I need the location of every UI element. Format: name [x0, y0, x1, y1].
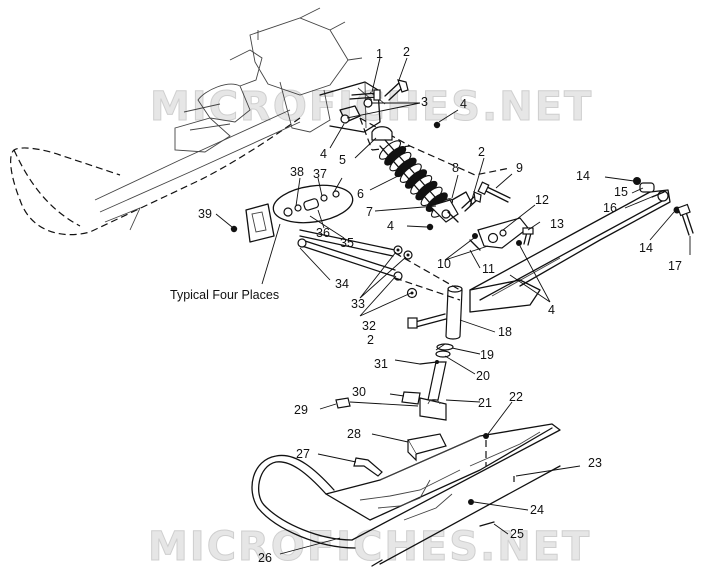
part-22-nut: [483, 433, 489, 439]
typical-four-places-caption: Typical Four Places: [170, 288, 279, 302]
part-11-spacer: [469, 239, 481, 251]
part-28-block: [407, 433, 447, 462]
part-39-nut: [230, 225, 238, 233]
part-6-shock-absorber: [371, 126, 459, 223]
part-27-bolt: [353, 457, 383, 477]
callout-c2b: 2: [478, 145, 485, 159]
callout-c18: 18: [498, 325, 512, 339]
callout-c2a: 2: [403, 45, 410, 59]
part-4-nut-shock: [426, 223, 434, 231]
callout-c4c: 4: [387, 219, 394, 233]
part-15-bushing: [639, 182, 655, 193]
callout-c11: 11: [482, 262, 495, 276]
callout-c35: 35: [340, 236, 354, 250]
part-31-screw: [419, 360, 439, 365]
callout-c9: 9: [516, 161, 523, 175]
callout-c1: 1: [376, 47, 383, 61]
callout-c27: 27: [296, 447, 310, 461]
part-4-nut-upper: [433, 121, 441, 129]
callout-c4a: 4: [460, 97, 467, 111]
callout-c16: 16: [603, 201, 617, 215]
callout-c5: 5: [339, 153, 346, 167]
part-2-bolt-lower: [407, 313, 447, 329]
callout-c25: 25: [510, 527, 524, 541]
callout-c4d: 4: [548, 303, 555, 317]
part-35-pin: [299, 229, 396, 257]
part-3-bushing-a: [363, 98, 373, 108]
part-17-bolt: [677, 203, 694, 236]
part-30-pin: [401, 391, 421, 405]
callout-c3: 3: [421, 95, 428, 109]
inset-bushing-detail: [261, 184, 354, 285]
callout-c36: 36: [316, 226, 330, 240]
callout-c15: 15: [614, 185, 628, 199]
callout-c33: 33: [351, 297, 365, 311]
callout-c13: 13: [550, 217, 564, 231]
part-26-ski: [251, 423, 561, 549]
callout-c26: 26: [258, 551, 272, 565]
callout-c24: 24: [530, 503, 544, 517]
callout-c2c: 2: [367, 333, 374, 347]
callout-c17: 17: [668, 259, 682, 273]
callout-c21: 21: [478, 396, 492, 410]
part-18-spindle-housing: [445, 279, 541, 340]
pin-axis-lines: [394, 252, 461, 301]
leader-lines: [215, 57, 691, 555]
part-13-bolt: [522, 227, 534, 246]
part-14-washer-top: [633, 177, 641, 185]
callout-c34: 34: [335, 277, 349, 291]
callout-c20: 20: [476, 369, 490, 383]
callout-c30: 30: [352, 385, 366, 399]
callout-c37: 37: [313, 167, 327, 181]
callout-c31: 31: [374, 357, 388, 371]
part-20-bushing: [435, 350, 451, 358]
callout-c39: 39: [198, 207, 212, 221]
spindle-bracket-left: [245, 203, 275, 243]
callout-c22: 22: [509, 390, 523, 404]
part-34-pin-head: [297, 238, 307, 248]
part-32-nut-b: [406, 287, 418, 299]
callout-c10: 10: [437, 257, 451, 271]
part-9-bolt: [477, 181, 511, 203]
callout-c19: 19: [480, 348, 494, 362]
callout-c28: 28: [347, 427, 361, 441]
callout-c23: 23: [588, 456, 602, 470]
part-24-nut: [468, 499, 474, 505]
watermark-top: MICROFICHES.NET: [150, 84, 593, 130]
part-29-fitting: [335, 397, 419, 409]
part-19-washer: [436, 343, 454, 351]
part-25-carbide: [479, 521, 495, 527]
part-4-nut-bracket-b: [516, 240, 522, 246]
callout-c8: 8: [452, 161, 459, 175]
part-3-bushing-b: [340, 114, 350, 124]
callout-c14a: 14: [576, 169, 590, 183]
part-23-wear-bar: [371, 465, 561, 567]
callout-c4b: 4: [320, 147, 327, 161]
part-1-bolt: [349, 89, 381, 101]
callout-c29: 29: [294, 403, 308, 417]
ghost-ski-assembly: [10, 7, 363, 236]
part-21-spindle: [419, 361, 447, 421]
callout-c6: 6: [357, 187, 364, 201]
callout-c14b: 14: [639, 241, 653, 255]
part-34-pin: [301, 239, 396, 277]
callout-c7: 7: [366, 205, 373, 219]
part-2-bolt-mid: [461, 191, 482, 212]
callout-c32: 32: [362, 319, 376, 333]
part-2-bolt-top: [384, 79, 409, 101]
callout-c12: 12: [535, 193, 549, 207]
part-10-bracket: [477, 217, 529, 249]
callout-c38: 38: [290, 165, 304, 179]
ski-axis-lines: [485, 440, 515, 482]
part-4-nut-bracket: [472, 233, 478, 239]
part-7-rod: [447, 211, 459, 223]
